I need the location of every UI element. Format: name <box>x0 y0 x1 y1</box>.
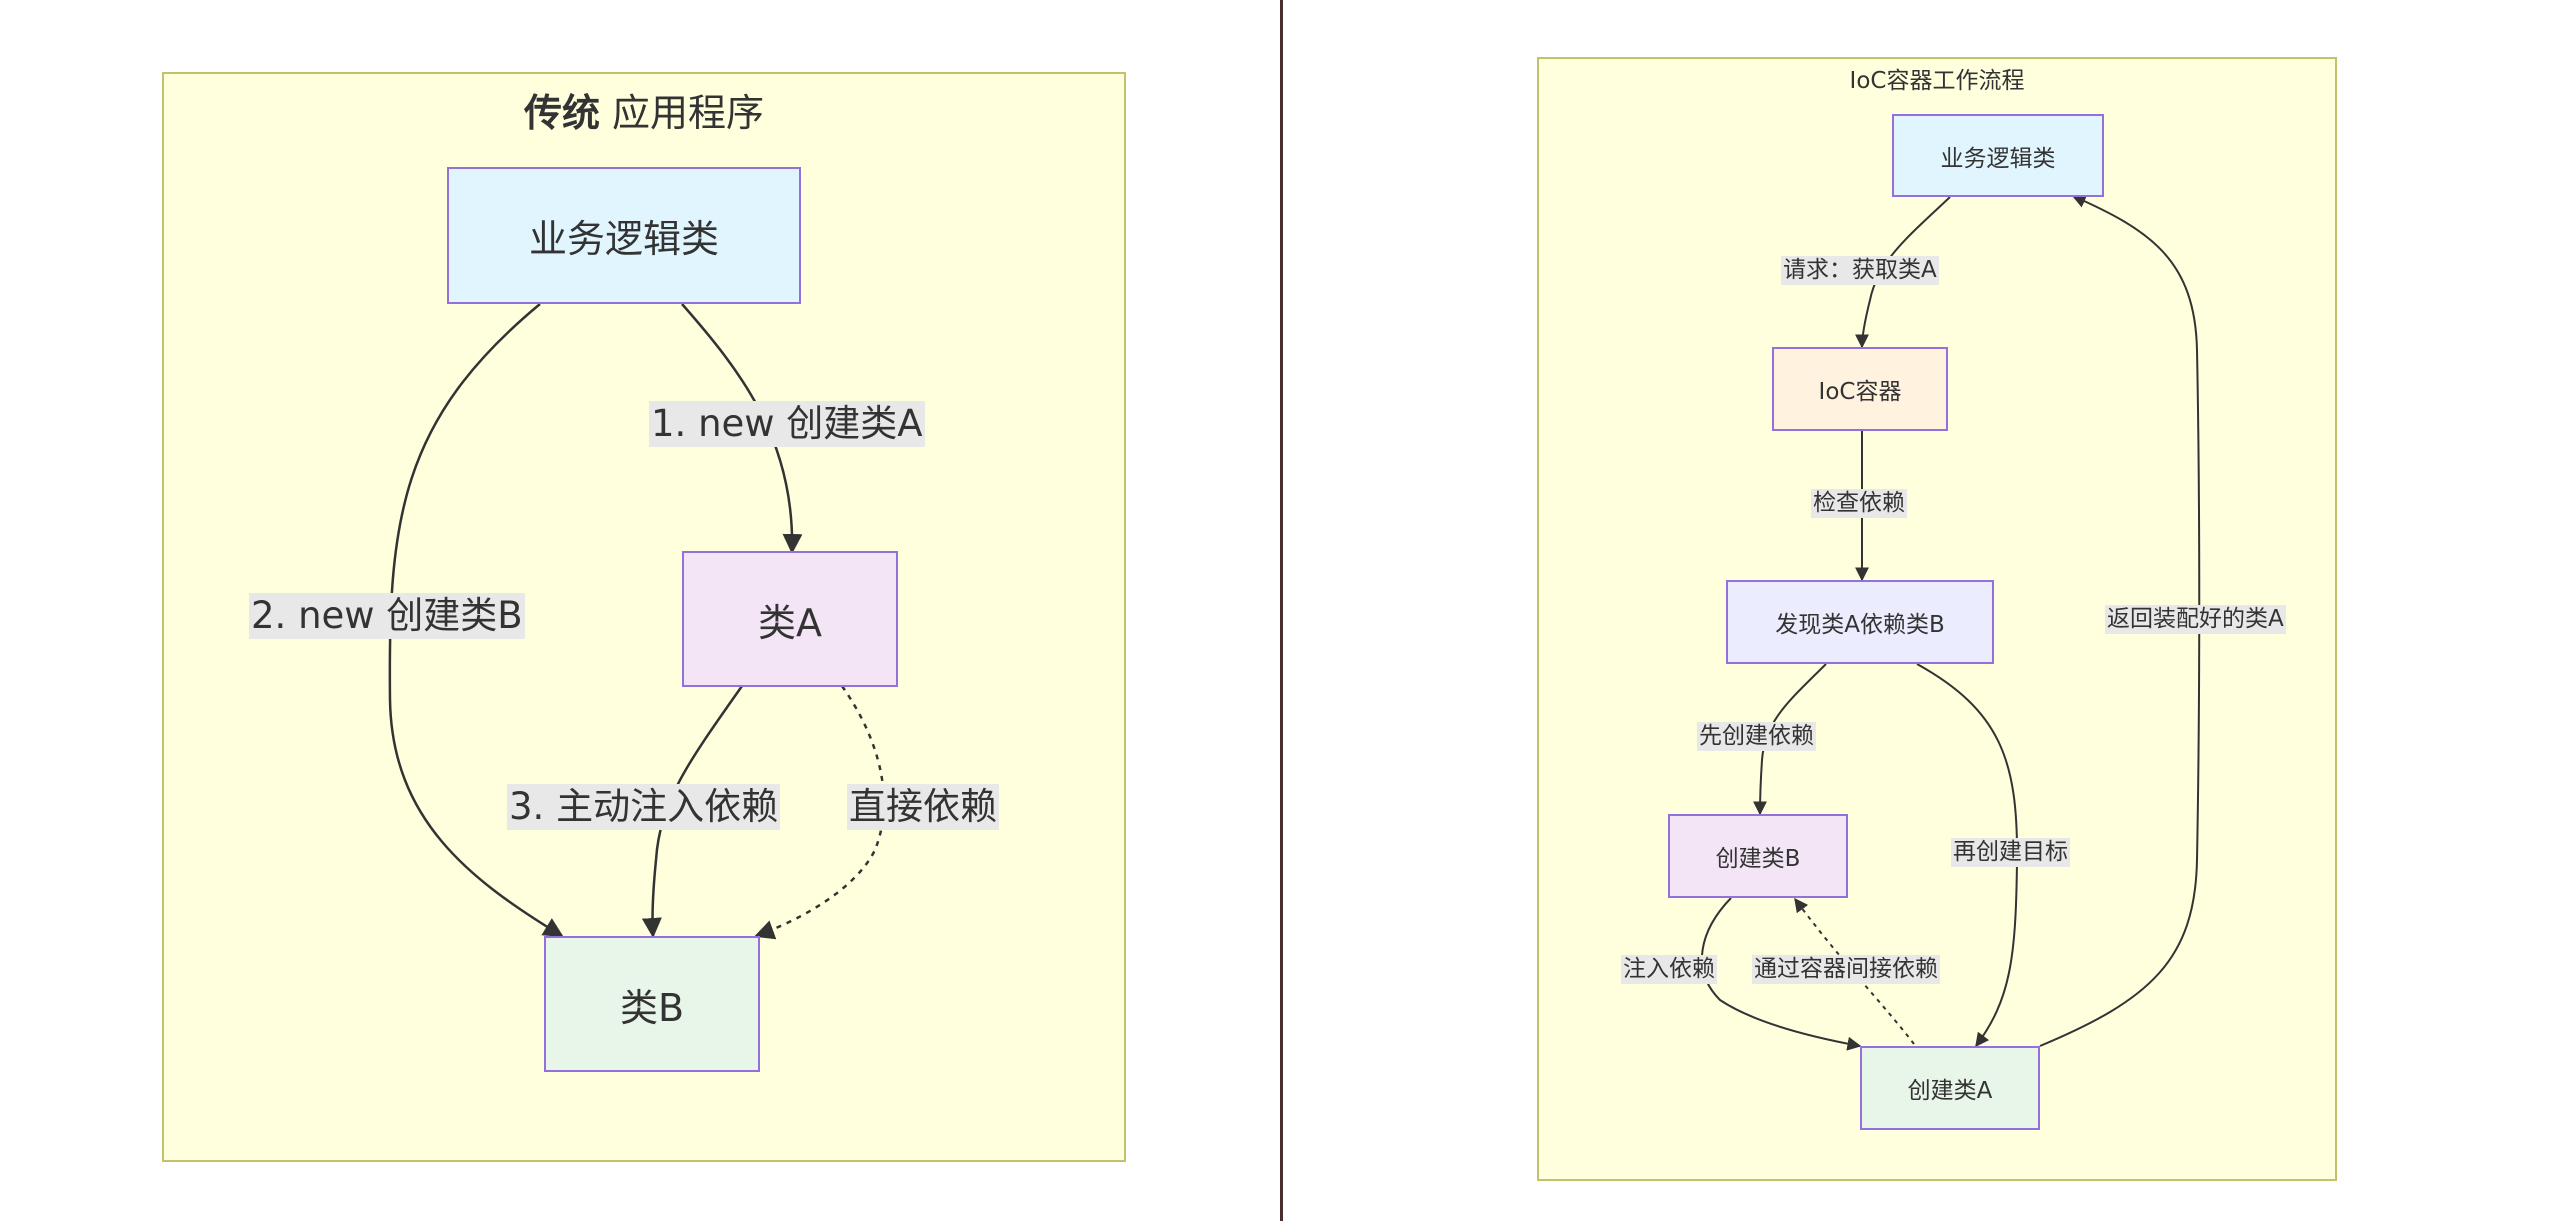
edge-create-b-to-create-a <box>1700 897 1862 1051</box>
label-indirect-dependency: 通过容器间接依赖 <box>1752 955 1940 984</box>
node-class-b: 类B <box>544 936 760 1072</box>
edge-business-to-container <box>1855 196 1951 349</box>
node-class-a: 类A <box>682 551 898 687</box>
title-rest: 应用程序 <box>599 91 765 135</box>
node-business-logic: 业务逻辑类 <box>447 167 801 304</box>
label-create-a: 1. new 创建类A <box>649 401 925 448</box>
screen-divider <box>1280 0 1283 1221</box>
node-create-class-b: 创建类B <box>1668 814 1848 898</box>
edge-class-a-direct-class-b <box>754 685 886 940</box>
node-create-class-a: 创建类A <box>1860 1046 2040 1130</box>
traditional-app-title: 传统 应用程序 <box>164 82 1124 137</box>
label-request-class-a: 请求：获取类A <box>1781 256 1939 285</box>
node-discover-dependency: 发现类A依赖类B <box>1726 580 1994 664</box>
label-direct-dependency: 直接依赖 <box>847 784 999 831</box>
label-check-dependency: 检查依赖 <box>1811 489 1907 518</box>
edge-business-to-class-b <box>388 303 564 938</box>
edge-class-a-to-class-b <box>641 685 744 938</box>
label-create-dependency-first: 先创建依赖 <box>1697 722 1816 751</box>
ioc-workflow-title: IoC容器工作流程 <box>1849 68 2025 94</box>
node-ioc-container: IoC容器 <box>1772 347 1948 431</box>
label-return-assembled-a: 返回装配好的类A <box>2105 605 2286 634</box>
label-active-inject: 3. 主动注入依赖 <box>507 784 781 831</box>
label-then-create-target: 再创建目标 <box>1951 838 2070 867</box>
label-inject-dependency: 注入依赖 <box>1621 955 1717 984</box>
edge-create-a-indirect-create-b <box>1794 897 1915 1045</box>
label-create-b: 2. new 创建类B <box>249 593 525 640</box>
title-bold: 传统 <box>523 91 600 135</box>
node-ioc-business-logic: 业务逻辑类 <box>1892 114 2104 197</box>
